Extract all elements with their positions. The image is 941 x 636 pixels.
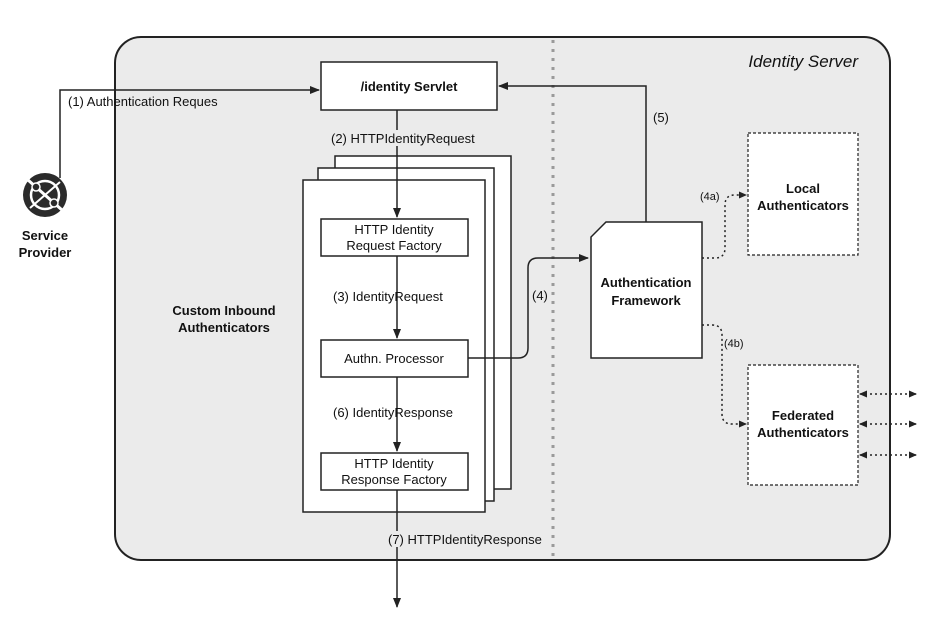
framework-to-federated-arrow	[702, 324, 747, 428]
step-3-label: (3) IdentityRequest	[333, 289, 443, 304]
identity-servlet-box	[320, 61, 498, 111]
step-5-label: (5)	[653, 110, 669, 125]
step-4a-label: (4a)	[700, 191, 720, 203]
authentication-framework-label: Authentication	[601, 275, 692, 290]
federated-authenticators-label: Authenticators	[757, 425, 849, 440]
label-background	[330, 130, 495, 146]
processor-to-framework-arrow	[468, 254, 589, 359]
local-authenticators-label: Authenticators	[757, 198, 849, 213]
response-factory-label: HTTP Identity	[354, 456, 434, 471]
request-factory-box	[320, 218, 469, 257]
response-factory-box	[320, 452, 469, 491]
authentication-framework-box	[590, 221, 703, 359]
service-provider-icon	[23, 173, 67, 217]
step-1-label: (1) Authentication Reques	[68, 94, 218, 109]
identity-server-title: Identity Server	[748, 52, 859, 71]
authn-processor-label: Authn. Processor	[344, 351, 444, 366]
framework-to-servlet-arrow	[498, 82, 647, 222]
step-6-label: (6) IdentityResponse	[333, 405, 453, 420]
step-2-label: (2) HTTPIdentityRequest	[331, 131, 475, 146]
identity-servlet-label: /identity Servlet	[361, 79, 458, 94]
response-factory-label: Response Factory	[341, 472, 447, 487]
label-background	[387, 531, 549, 547]
step-7-label: (7) HTTPIdentityResponse	[388, 532, 542, 547]
local-authenticators-box	[747, 132, 859, 256]
custom-inbound-label: Authenticators	[178, 320, 270, 335]
custom-inbound-label: Custom Inbound	[172, 303, 275, 318]
federated-authenticators-label: Federated	[772, 408, 834, 423]
federated-authenticators-box	[747, 364, 859, 486]
service-provider-label: Service	[22, 228, 68, 243]
framework-to-local-arrow	[702, 191, 747, 259]
step-4b-label: (4b)	[724, 338, 744, 350]
request-factory-label: HTTP Identity	[354, 222, 434, 237]
step-4-label: (4)	[532, 288, 548, 303]
local-authenticators-label: Local	[786, 181, 820, 196]
request-factory-label: Request Factory	[346, 238, 442, 253]
service-provider-label: Provider	[19, 245, 72, 260]
authentication-request-arrow	[59, 86, 320, 178]
authentication-framework-label: Framework	[611, 293, 681, 308]
